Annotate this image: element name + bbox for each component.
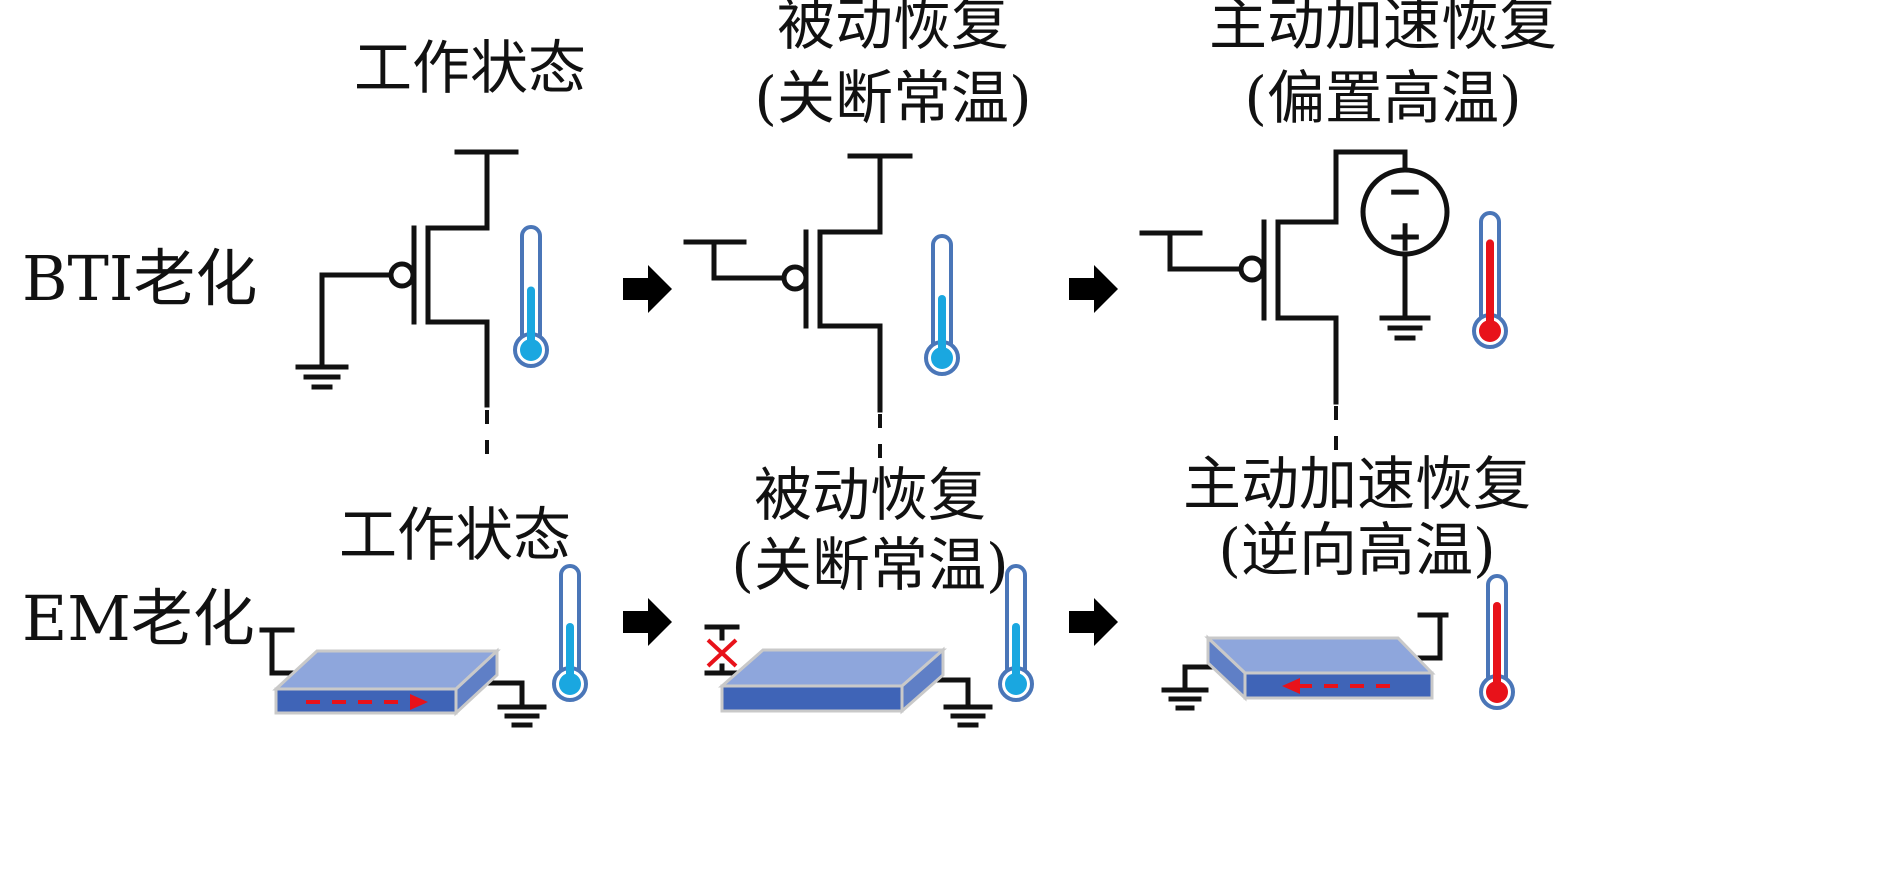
- em-active-title-line1: 主动加速恢复: [1183, 450, 1531, 518]
- voltage-source-icon: − +: [1360, 166, 1450, 262]
- current-arrow-icon: [306, 694, 428, 710]
- thermometer-level: [566, 623, 574, 684]
- em-active-wires: [1182, 612, 1449, 693]
- em-passive-title-line1: 被动恢复: [754, 461, 986, 529]
- source-minus-sign: −: [1387, 166, 1424, 217]
- thermometer-icon: [513, 225, 549, 368]
- em-active-interconnect: [1204, 634, 1436, 702]
- thermometer-bulb-fill: [1479, 320, 1501, 342]
- row-label-bti: BTI老化: [22, 242, 257, 315]
- thermometer-icon: [552, 564, 588, 702]
- bti-active-transistor: [1139, 149, 1408, 452]
- arrow-right-icon: [623, 265, 672, 313]
- bti-active-title-line1: 主动加速恢复: [1209, 0, 1557, 58]
- em-work-title: 工作状态: [339, 501, 571, 569]
- ground-icon: [943, 704, 993, 728]
- em-active-title-line2: (逆向高温): [1218, 516, 1495, 584]
- thermometer-bulb-fill: [931, 347, 953, 369]
- thermometer-level: [938, 295, 946, 358]
- row-label-em: EM老化: [22, 582, 255, 655]
- bti-passive-title-line1: 被动恢复: [777, 0, 1009, 58]
- reverse-current-arrow-icon: [1282, 678, 1402, 694]
- bti-work-title: 工作状态: [354, 34, 586, 102]
- em-work-wires: [259, 627, 525, 710]
- bti-active-title-line2: (偏置高温): [1244, 64, 1521, 132]
- thermometer-level: [1493, 602, 1501, 692]
- em-passive-title-line2: (关断常温): [731, 531, 1008, 599]
- ground-icon: [1379, 315, 1431, 341]
- ground-icon: [295, 364, 349, 390]
- bti-passive-title-line2: (关断常温): [754, 64, 1031, 132]
- thermometer-level: [527, 286, 535, 350]
- arrow-right-icon: [1069, 598, 1118, 646]
- thermometer-icon: [924, 234, 960, 376]
- thermometer-icon: [1479, 574, 1515, 710]
- thermometer-bulb-fill: [1486, 681, 1508, 703]
- thermometer-bulb-fill: [1005, 673, 1027, 695]
- em-passive-interconnect: [718, 646, 947, 715]
- thermometer-icon: [1472, 211, 1508, 349]
- thermometer-level: [1486, 239, 1494, 331]
- arrow-right-icon: [1069, 265, 1118, 313]
- thermometer-level: [1012, 623, 1020, 684]
- x-mark-icon: [706, 638, 738, 668]
- arrow-right-icon: [623, 598, 672, 646]
- thermometer-bulb-fill: [520, 339, 542, 361]
- source-plus-sign: +: [1387, 211, 1424, 262]
- bti-passive-transistor: [683, 153, 913, 458]
- bti-work-transistor: [319, 149, 519, 455]
- ground-icon: [497, 704, 547, 728]
- thermometer-icon: [998, 564, 1034, 702]
- ground-icon: [1161, 687, 1209, 711]
- thermometer-bulb-fill: [559, 673, 581, 695]
